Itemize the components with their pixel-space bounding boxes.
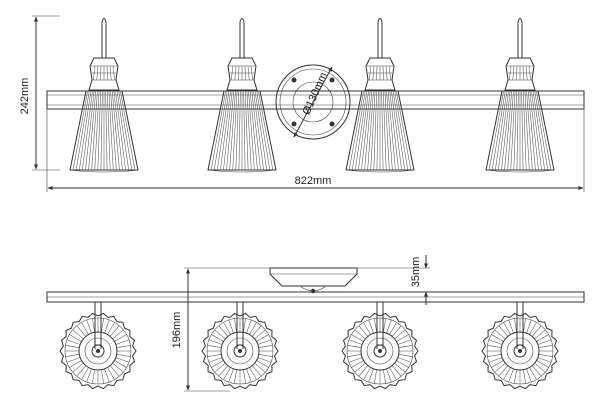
front-view: Ø130mm 242mm 822mm	[19, 15, 585, 192]
top-lamp	[201, 302, 279, 390]
front-lamp	[207, 18, 277, 173]
backplate-diameter-label: Ø130mm	[301, 71, 330, 117]
front-lamp	[345, 18, 415, 173]
front-lamps	[69, 18, 555, 173]
front-lamp	[69, 18, 139, 173]
top-view: 35mm 196mm	[46, 255, 585, 392]
top-lamp	[341, 302, 419, 390]
height-label: 242mm	[19, 78, 31, 115]
top-lamp	[59, 302, 137, 390]
depth-dimension: 35mm	[345, 255, 430, 305]
top-lamp	[481, 302, 559, 390]
front-lamp	[485, 18, 555, 173]
width-dimension: 822mm	[46, 110, 585, 192]
width-label: 822mm	[295, 175, 332, 187]
top-height-dimension: 196mm	[171, 267, 270, 392]
top-lamps	[59, 302, 559, 390]
depth-label: 35mm	[410, 257, 422, 288]
top-height-label: 196mm	[171, 312, 183, 349]
canopy	[269, 267, 358, 294]
backplate-dimension: Ø130mm	[293, 66, 333, 138]
height-dimension: 242mm	[19, 15, 60, 171]
